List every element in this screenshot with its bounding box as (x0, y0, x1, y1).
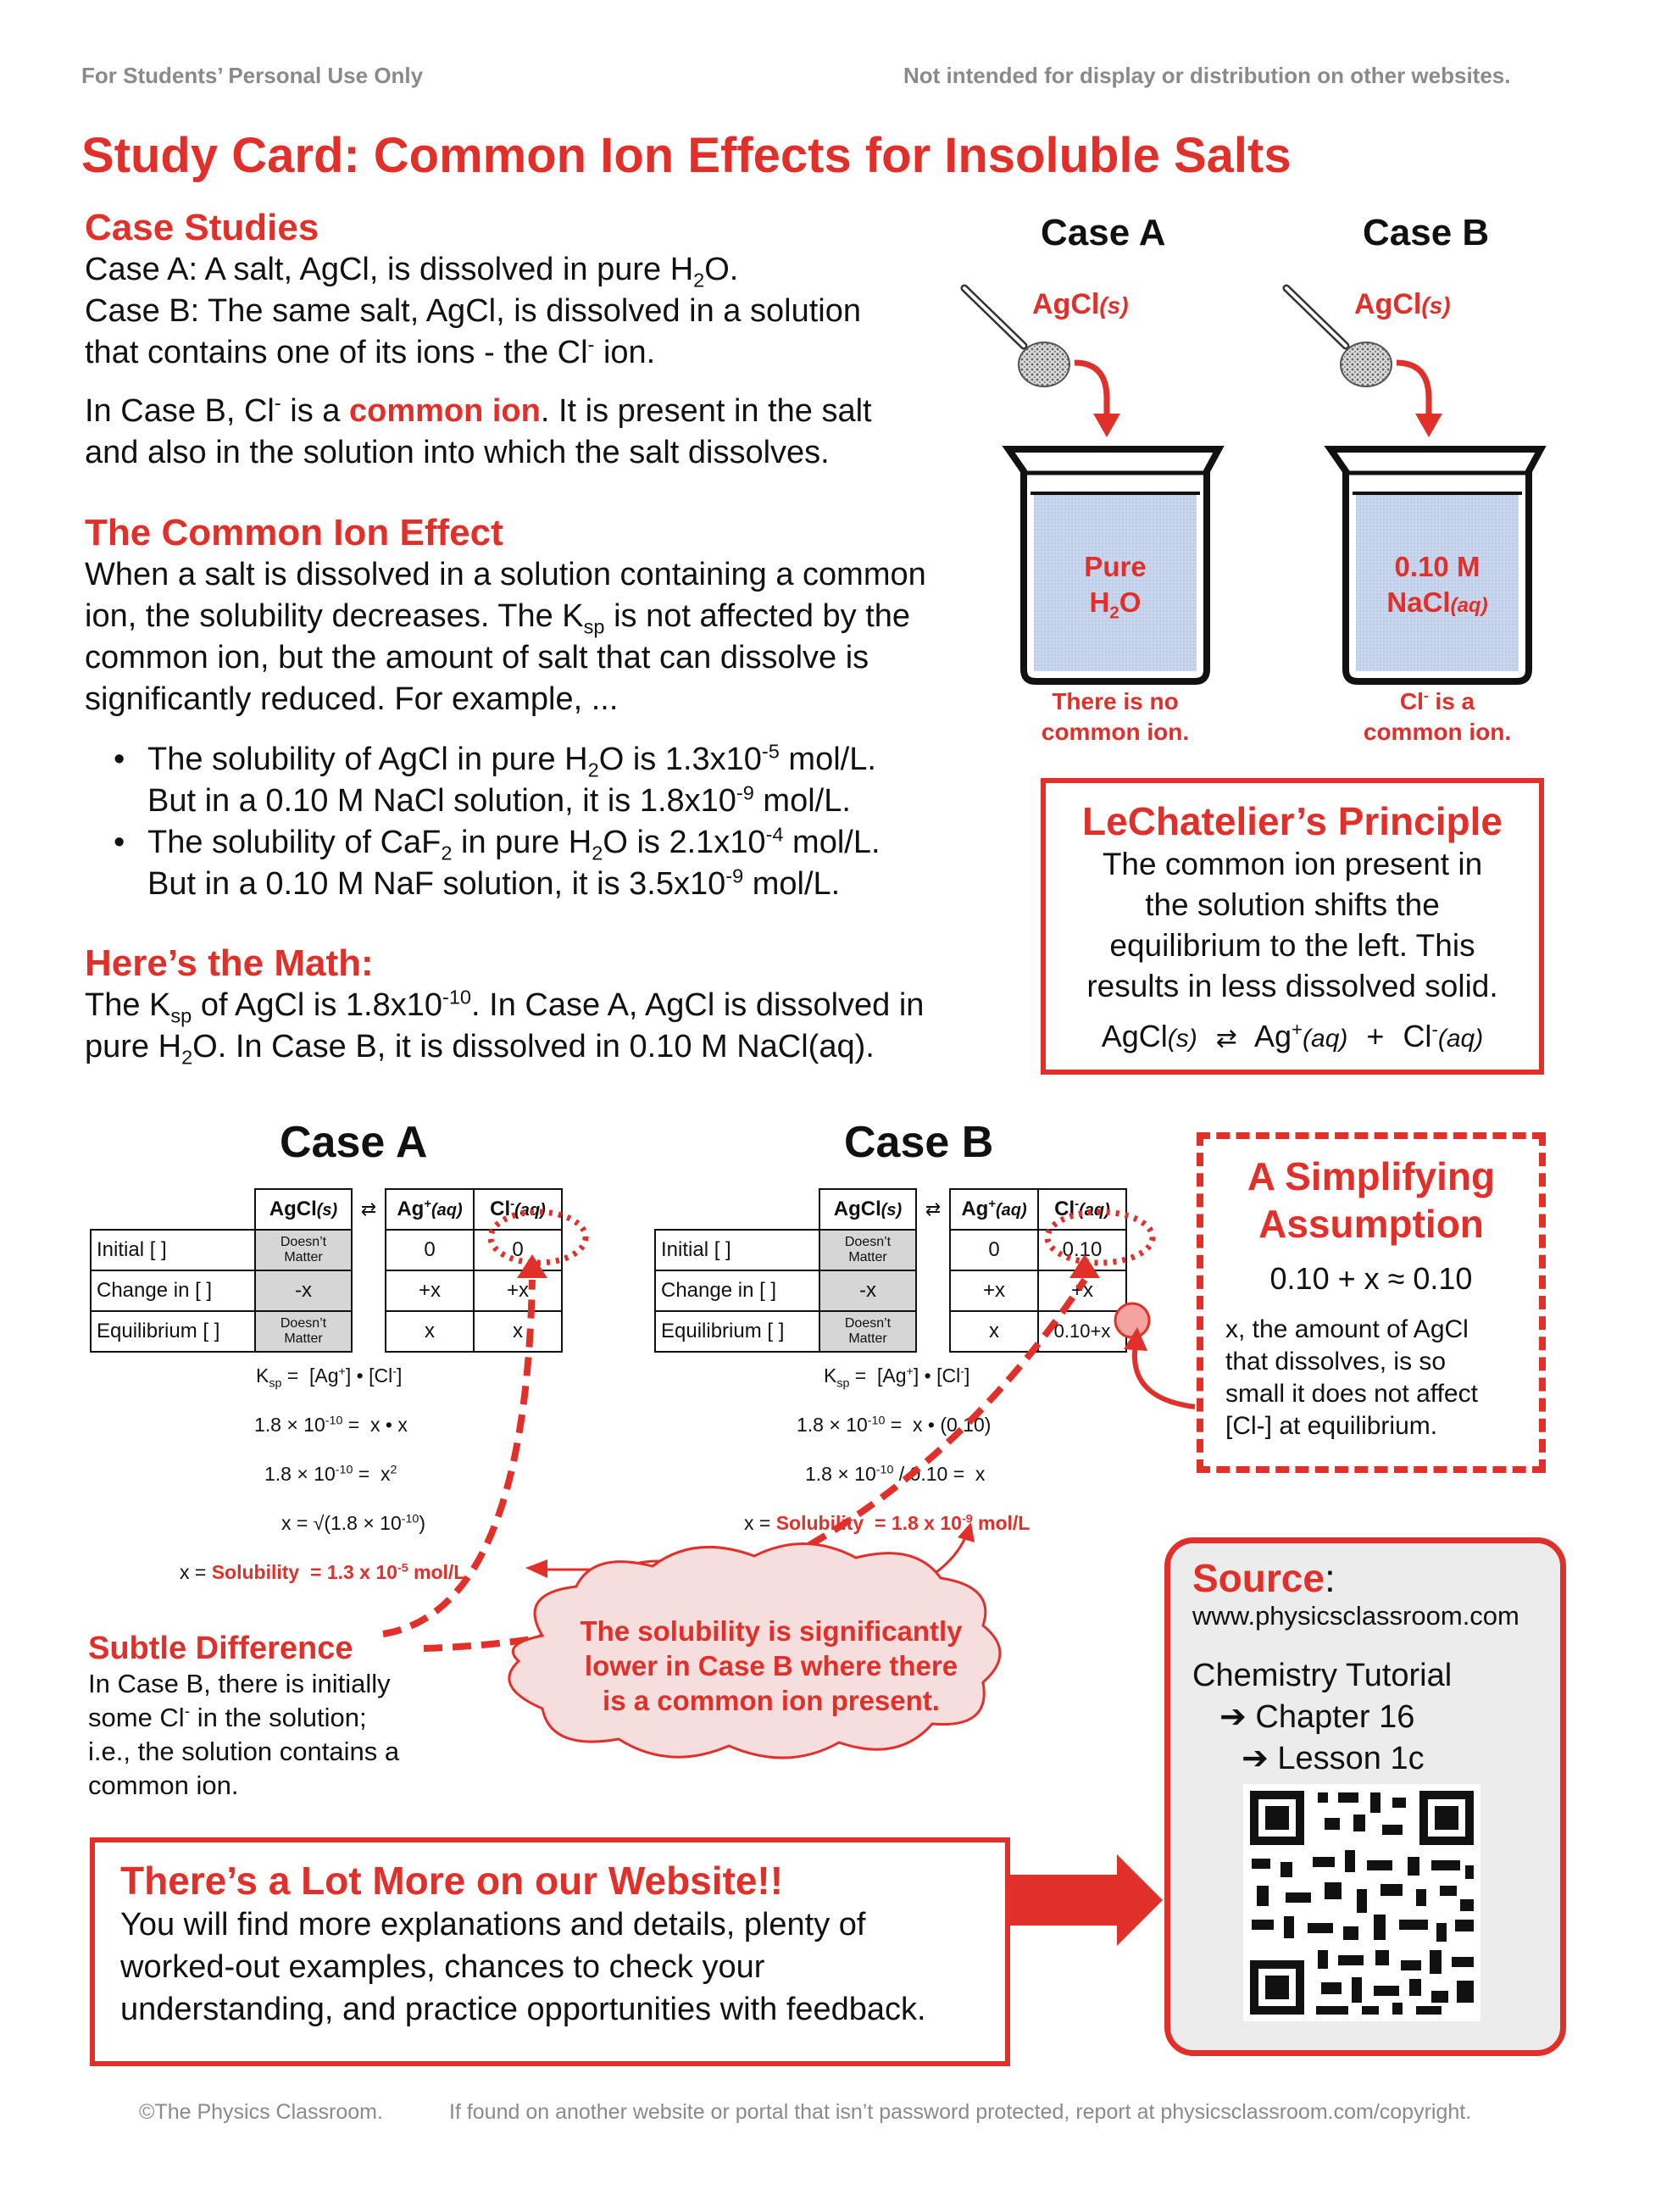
assumption-box: A Simplifying Assumption 0.10 + x ≈ 0.10… (1197, 1132, 1546, 1473)
equilibrium-equation: AgCl(s) ⇄ Ag+(aq) + Cl-(aq) (1101, 1019, 1484, 1053)
beaker-illustration (960, 284, 1547, 685)
result-a: x = Solubility = 1.3 x 10-5 mol/L (180, 1561, 466, 1583)
beaker-a-icon (1002, 446, 1225, 685)
common-ion-definition-2: and also in the solution into which the … (85, 435, 830, 470)
equilibrium-arrow-icon: ⇄ (925, 1198, 942, 1220)
table-row: Initial [ ] Doesn’t Matter 0 0 (90, 1229, 563, 1271)
table-row: Equilibrium [ ] Doesn’t Matter x 0.10+x (654, 1310, 1127, 1353)
effect-line-3: common ion, but the amount of salt that … (85, 640, 869, 675)
qr-code-icon[interactable] (1243, 1784, 1480, 2021)
source-lesson: ➔ Lesson 1c (1242, 1741, 1425, 1776)
arrow-b-icon (1396, 359, 1432, 415)
dotted-circle-b (1044, 1209, 1156, 1266)
highlight-x-circle (1114, 1302, 1151, 1339)
assumption-text: x, the amount of AgCl that dissolves, is… (1225, 1315, 1478, 1440)
beaker-b-caption: Cl- is a common ion. (1363, 686, 1512, 745)
math-heading: Here’s the Math: (85, 942, 374, 984)
footer-right: If found on another website or portal th… (449, 2100, 1472, 2124)
more-box: There’s a Lot More on our Website!! You … (90, 1837, 1010, 2066)
assumption-equation: 0.10 + x ≈ 0.10 (1269, 1261, 1473, 1296)
header-left: For Students’ Personal Use Only (81, 63, 424, 88)
arrow-a-icon (1074, 359, 1110, 415)
bullet-icon: • (114, 825, 125, 860)
beaker-case-b-label: Case B (1363, 212, 1490, 253)
effect-line-2: ion, the solubility decreases. The Ksp i… (85, 598, 911, 638)
beaker-a-content: Pure H2O (1084, 551, 1147, 623)
source-heading: Source: (1192, 1556, 1336, 1600)
table-b-heading: Case B (844, 1118, 994, 1167)
ice-table-b: AgCl(s) ⇄ Ag+(aq) Cl-(aq) Initial [ ] Do… (654, 1188, 1127, 1353)
table-row: Change in [ ] -x +x +x (90, 1270, 563, 1312)
footer-left: ©The Physics Classroom. (139, 2100, 383, 2124)
calc-b-1: Ksp = [Ag+] • [Cl-] (824, 1364, 970, 1391)
page-title: Study Card: Common Ion Effects for Insol… (81, 128, 1292, 183)
arrow-head-b (1069, 1254, 1100, 1278)
source-arrow-body (1002, 1875, 1120, 1926)
source-chapter: ➔ Chapter 16 (1219, 1699, 1415, 1735)
more-heading: There’s a Lot More on our Website!! (120, 1859, 784, 1903)
case-b-text-1: Case B: The same salt, AgCl, is dissolve… (85, 293, 861, 329)
cloud-text: The solubility is significantly lower in… (580, 1615, 963, 1716)
table-row: Equilibrium [ ] Doesn’t Matter x x (90, 1310, 563, 1353)
beaker-b-content: 0.10 M NaCl(aq) (1386, 551, 1488, 618)
beaker-b-icon (1324, 446, 1547, 685)
source-arrow-head (1117, 1854, 1163, 1946)
ice-table-a: AgCl(s) ⇄ Ag+(aq) Cl-(aq) Initial [ ] Do… (90, 1188, 563, 1353)
calc-a-4: x = √(1.8 × 10-10) (281, 1512, 426, 1534)
source-tutorial: Chemistry Tutorial (1192, 1658, 1453, 1693)
bullet-1-line-1: The solubility of AgCl in pure H2O is 1.… (147, 740, 876, 781)
table-row: Initial [ ] Doesn’t Matter 0 0.10 (654, 1229, 1127, 1271)
calc-a-2: 1.8 × 10-10 = x • x (254, 1414, 408, 1436)
beaker-a-caption: There is no common ion. (1041, 688, 1190, 745)
calc-b-2: 1.8 × 10-10 = x • (0.10) (797, 1414, 992, 1436)
math-section: Here’s the Math: The Ksp of AgCl is 1.8x… (85, 942, 1017, 1068)
common-ion-definition: In Case B, Cl- is a common ion. It is pr… (85, 392, 872, 429)
arrow-head-a (517, 1254, 547, 1278)
calc-a-3: 1.8 × 10-10 = x2 (264, 1463, 397, 1485)
effect-heading: The Common Ion Effect (85, 512, 503, 553)
math-line-1: The Ksp of AgCl is 1.8x10-10. In Case A,… (85, 986, 925, 1027)
bullet-2-line-2: But in a 0.10 M NaF solution, it is 3.5x… (147, 864, 841, 902)
cloud-shape (508, 1542, 1002, 1759)
bullet-2-line-1: The solubility of CaF2 in pure H2O is 2.… (147, 823, 880, 864)
case-a-text: Case A: A salt, AgCl, is dissolved in pu… (85, 252, 739, 292)
table-a-heading: Case A (280, 1118, 428, 1167)
dotted-circle-a (487, 1209, 589, 1266)
spatula-b-icon (1282, 284, 1392, 387)
source-url[interactable]: www.physicsclassroom.com (1192, 1601, 1519, 1631)
subtle-section: Subtle Difference In Case B, there is in… (88, 1631, 400, 1800)
lechatelier-heading: LeChatelier’s Principle (1082, 799, 1503, 843)
case-b-text-2: that contains one of its ions - the Cl- … (85, 333, 656, 370)
bullet-icon: • (114, 742, 125, 777)
header-right: Not intended for display or distribution… (903, 63, 1511, 88)
equilibrium-arrow-icon: ⇄ (360, 1198, 377, 1220)
col-salt: AgCl(s) (254, 1188, 353, 1231)
dashed-arrow-a (382, 1279, 536, 1637)
salt-label-a: AgCl(s) (1032, 288, 1129, 320)
col-ag: Ag+(aq) (385, 1188, 475, 1231)
common-ion-effect-section: The Common Ion Effect When a salt is dis… (85, 512, 1017, 905)
math-line-2: pure H2O. In Case B, it is dissolved in … (85, 1029, 875, 1069)
source-box: Source: www.physicsclassroom.com Chemist… (1164, 1537, 1566, 2056)
table-row: Change in [ ] -x +x +x (654, 1270, 1127, 1312)
case-studies-section: Case Studies Case A: A salt, AgCl, is di… (85, 207, 983, 474)
subtle-heading: Subtle Difference (88, 1631, 353, 1666)
salt-label-b: AgCl(s) (1354, 288, 1451, 320)
calc-a-1: Ksp = [Ag+] • [Cl-] (256, 1364, 403, 1391)
case-studies-heading: Case Studies (85, 207, 319, 248)
result-b: x = Solubility = 1.8 x 10-9 mol/L (744, 1512, 1030, 1534)
calc-b-3: 1.8 × 10-10 / 0.10 = x (805, 1463, 986, 1485)
effect-line-1: When a salt is dissolved in a solution c… (85, 557, 926, 592)
beaker-case-a-label: Case A (1041, 212, 1166, 253)
assumption-arrow (1131, 1343, 1196, 1409)
lechatelier-box: LeChatelier’s Principle The common ion p… (1041, 778, 1544, 1075)
bullet-1-line-2: But in a 0.10 M NaCl solution, it is 1.8… (147, 781, 851, 819)
spatula-a-icon (960, 284, 1070, 387)
effect-line-4: significantly reduced. For example, ... (85, 681, 619, 717)
